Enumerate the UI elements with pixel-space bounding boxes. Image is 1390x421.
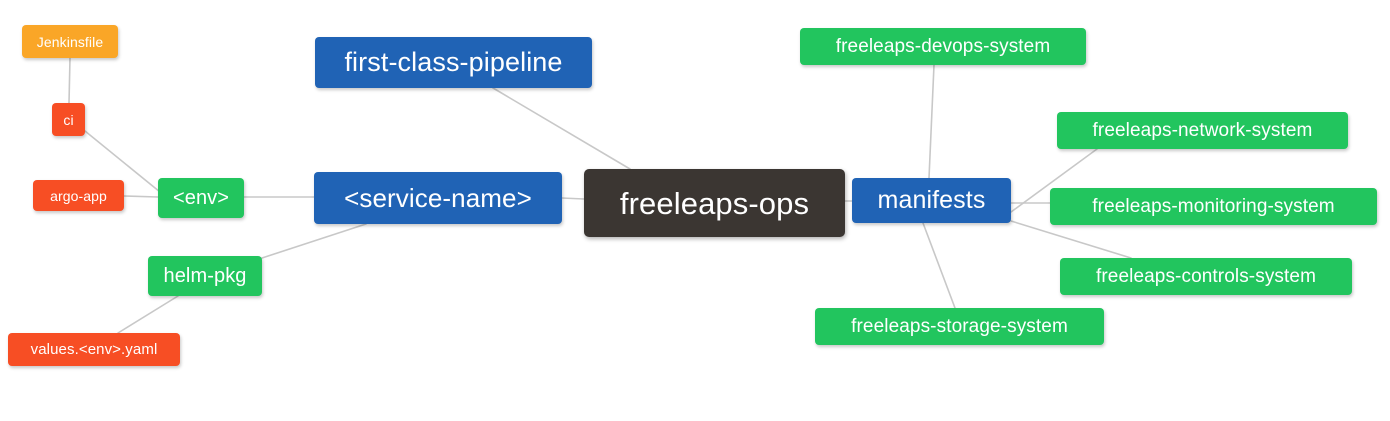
node-label: freeleaps-ops	[619, 185, 810, 221]
node-label: freeleaps-network-system	[1092, 120, 1313, 141]
node-jenkinsfile[interactable]: Jenkinsfile	[22, 25, 118, 58]
node-freeleaps-storage-system[interactable]: freeleaps-storage-system	[815, 308, 1104, 345]
node-label: <service-name>	[344, 183, 532, 213]
node-freeleaps-controls-system[interactable]: freeleaps-controls-system	[1060, 258, 1352, 295]
node-freeleaps-ops[interactable]: freeleaps-ops	[584, 169, 845, 237]
edge-helmpkg-servicename	[261, 223, 367, 259]
node-manifests[interactable]: manifests	[852, 178, 1011, 223]
node-freeleaps-devops-system[interactable]: freeleaps-devops-system	[800, 28, 1086, 65]
node-argo-app[interactable]: argo-app	[33, 180, 124, 211]
node-label: argo-app	[50, 187, 107, 204]
node-label: freeleaps-monitoring-system	[1092, 196, 1335, 217]
node-helm-pkg[interactable]: helm-pkg	[148, 256, 262, 296]
node-label: helm-pkg	[163, 265, 247, 287]
node-label: ci	[63, 111, 74, 128]
node-label: freeleaps-devops-system	[835, 36, 1051, 57]
node-service-name[interactable]: <service-name>	[314, 172, 562, 224]
edge-manifests-devops	[928, 64, 935, 179]
node-label: manifests	[877, 186, 986, 214]
node-label: values.<env>.yaml	[30, 341, 158, 358]
node-label: <env>	[172, 187, 230, 209]
node-label: first-class-pipeline	[344, 47, 563, 77]
node-label: freeleaps-storage-system	[851, 316, 1068, 337]
edge-manifests-storage	[922, 222, 956, 309]
node-values-env-yaml[interactable]: values.<env>.yaml	[8, 333, 180, 366]
edge-jenkinsfile-ci	[68, 57, 71, 104]
edge-values-helmpkg	[117, 295, 179, 334]
node-label: Jenkinsfile	[36, 33, 104, 50]
node-freeleaps-monitoring-system[interactable]: freeleaps-monitoring-system	[1050, 188, 1377, 225]
node-ci[interactable]: ci	[52, 103, 85, 136]
node-label: freeleaps-controls-system	[1095, 266, 1317, 287]
edge-argoapp-env	[123, 195, 159, 198]
node-freeleaps-network-system[interactable]: freeleaps-network-system	[1057, 112, 1348, 149]
node-first-class-pipeline[interactable]: first-class-pipeline	[315, 37, 592, 88]
edge-servicename-ops	[561, 197, 585, 200]
node-env[interactable]: <env>	[158, 178, 244, 218]
edge-pipeline-ops	[492, 87, 631, 170]
edge-manifests-controls	[1010, 220, 1132, 259]
